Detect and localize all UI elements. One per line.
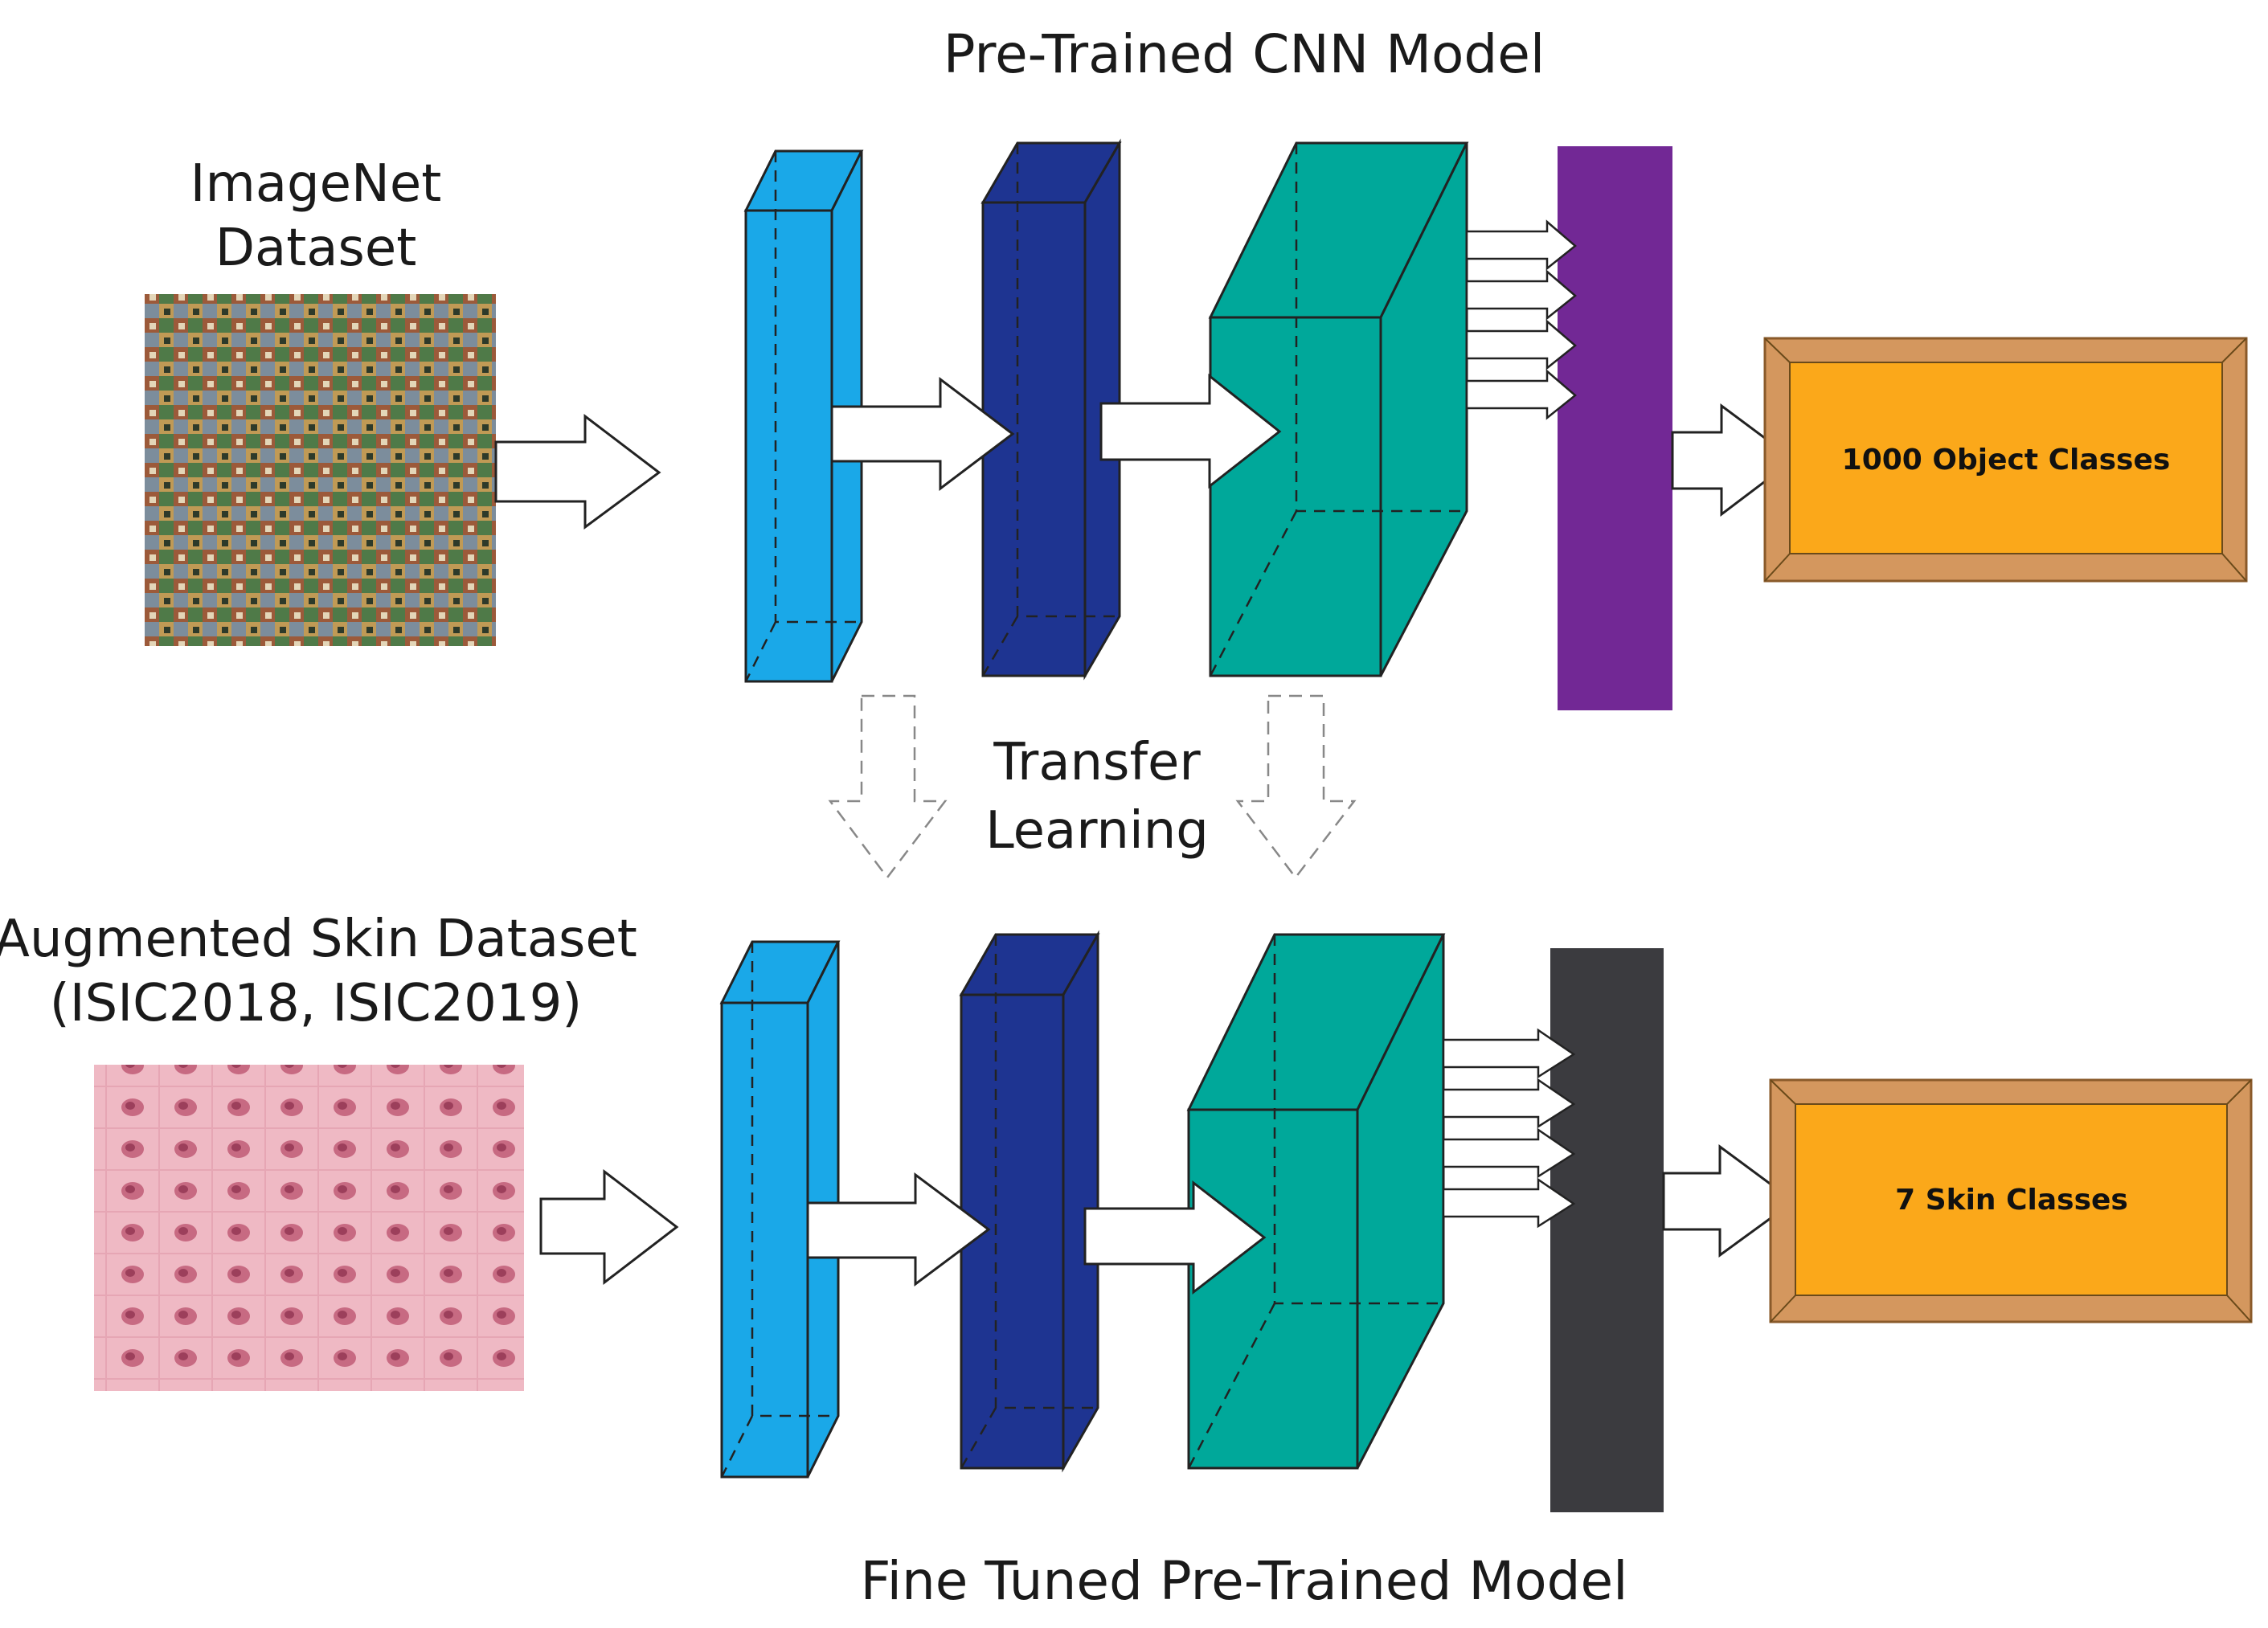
top-conv-block-1 [743, 149, 864, 683]
bottom-output-box [1769, 1078, 2253, 1323]
transfer-arrow-left [828, 694, 948, 880]
skin-input-arrow [539, 1168, 679, 1286]
top-title: Pre-Trained CNN Model [944, 23, 1545, 85]
skin-mosaic-image [94, 1065, 524, 1391]
imagenet-mosaic-image [145, 294, 496, 646]
transfer-arrow-right [1235, 694, 1357, 880]
imagenet-input-arrow [494, 413, 661, 530]
top-dense-layer [1558, 146, 1672, 710]
top-output-box [1763, 337, 2248, 583]
bottom-conv-block-2 [959, 930, 1100, 1473]
top-arrow-1-2 [830, 376, 1015, 492]
imagenet-label-line1: ImageNet [190, 154, 442, 214]
top-output-arrow [1671, 403, 1796, 517]
transfer-label-line1: Transfer [993, 733, 1201, 792]
imagenet-label-line2: Dataset [215, 219, 417, 278]
bottom-output-label: 7 Skin Classes [1895, 1184, 2128, 1217]
bottom-fan-arrows [1442, 1028, 1576, 1229]
top-arrow-2-3 [1099, 373, 1282, 489]
skin-label-line1: Augmented Skin Dataset [0, 910, 637, 969]
bottom-arrow-2-3 [1083, 1180, 1267, 1295]
bottom-output-arrow [1662, 1144, 1796, 1258]
bottom-arrow-1-2 [806, 1172, 991, 1286]
top-fan-arrows [1465, 219, 1577, 420]
bottom-conv-block-3 [1186, 933, 1446, 1470]
top-conv-block-3 [1208, 141, 1469, 677]
transfer-label-line2: Learning [985, 801, 1209, 861]
top-conv-block-2 [980, 138, 1122, 681]
bottom-dense-layer [1550, 948, 1664, 1512]
skin-label-line2: (ISIC2018, ISIC2019) [50, 974, 583, 1033]
top-output-label: 1000 Object Classes [1842, 444, 2171, 477]
bottom-title: Fine Tuned Pre-Trained Model [860, 1550, 1627, 1612]
